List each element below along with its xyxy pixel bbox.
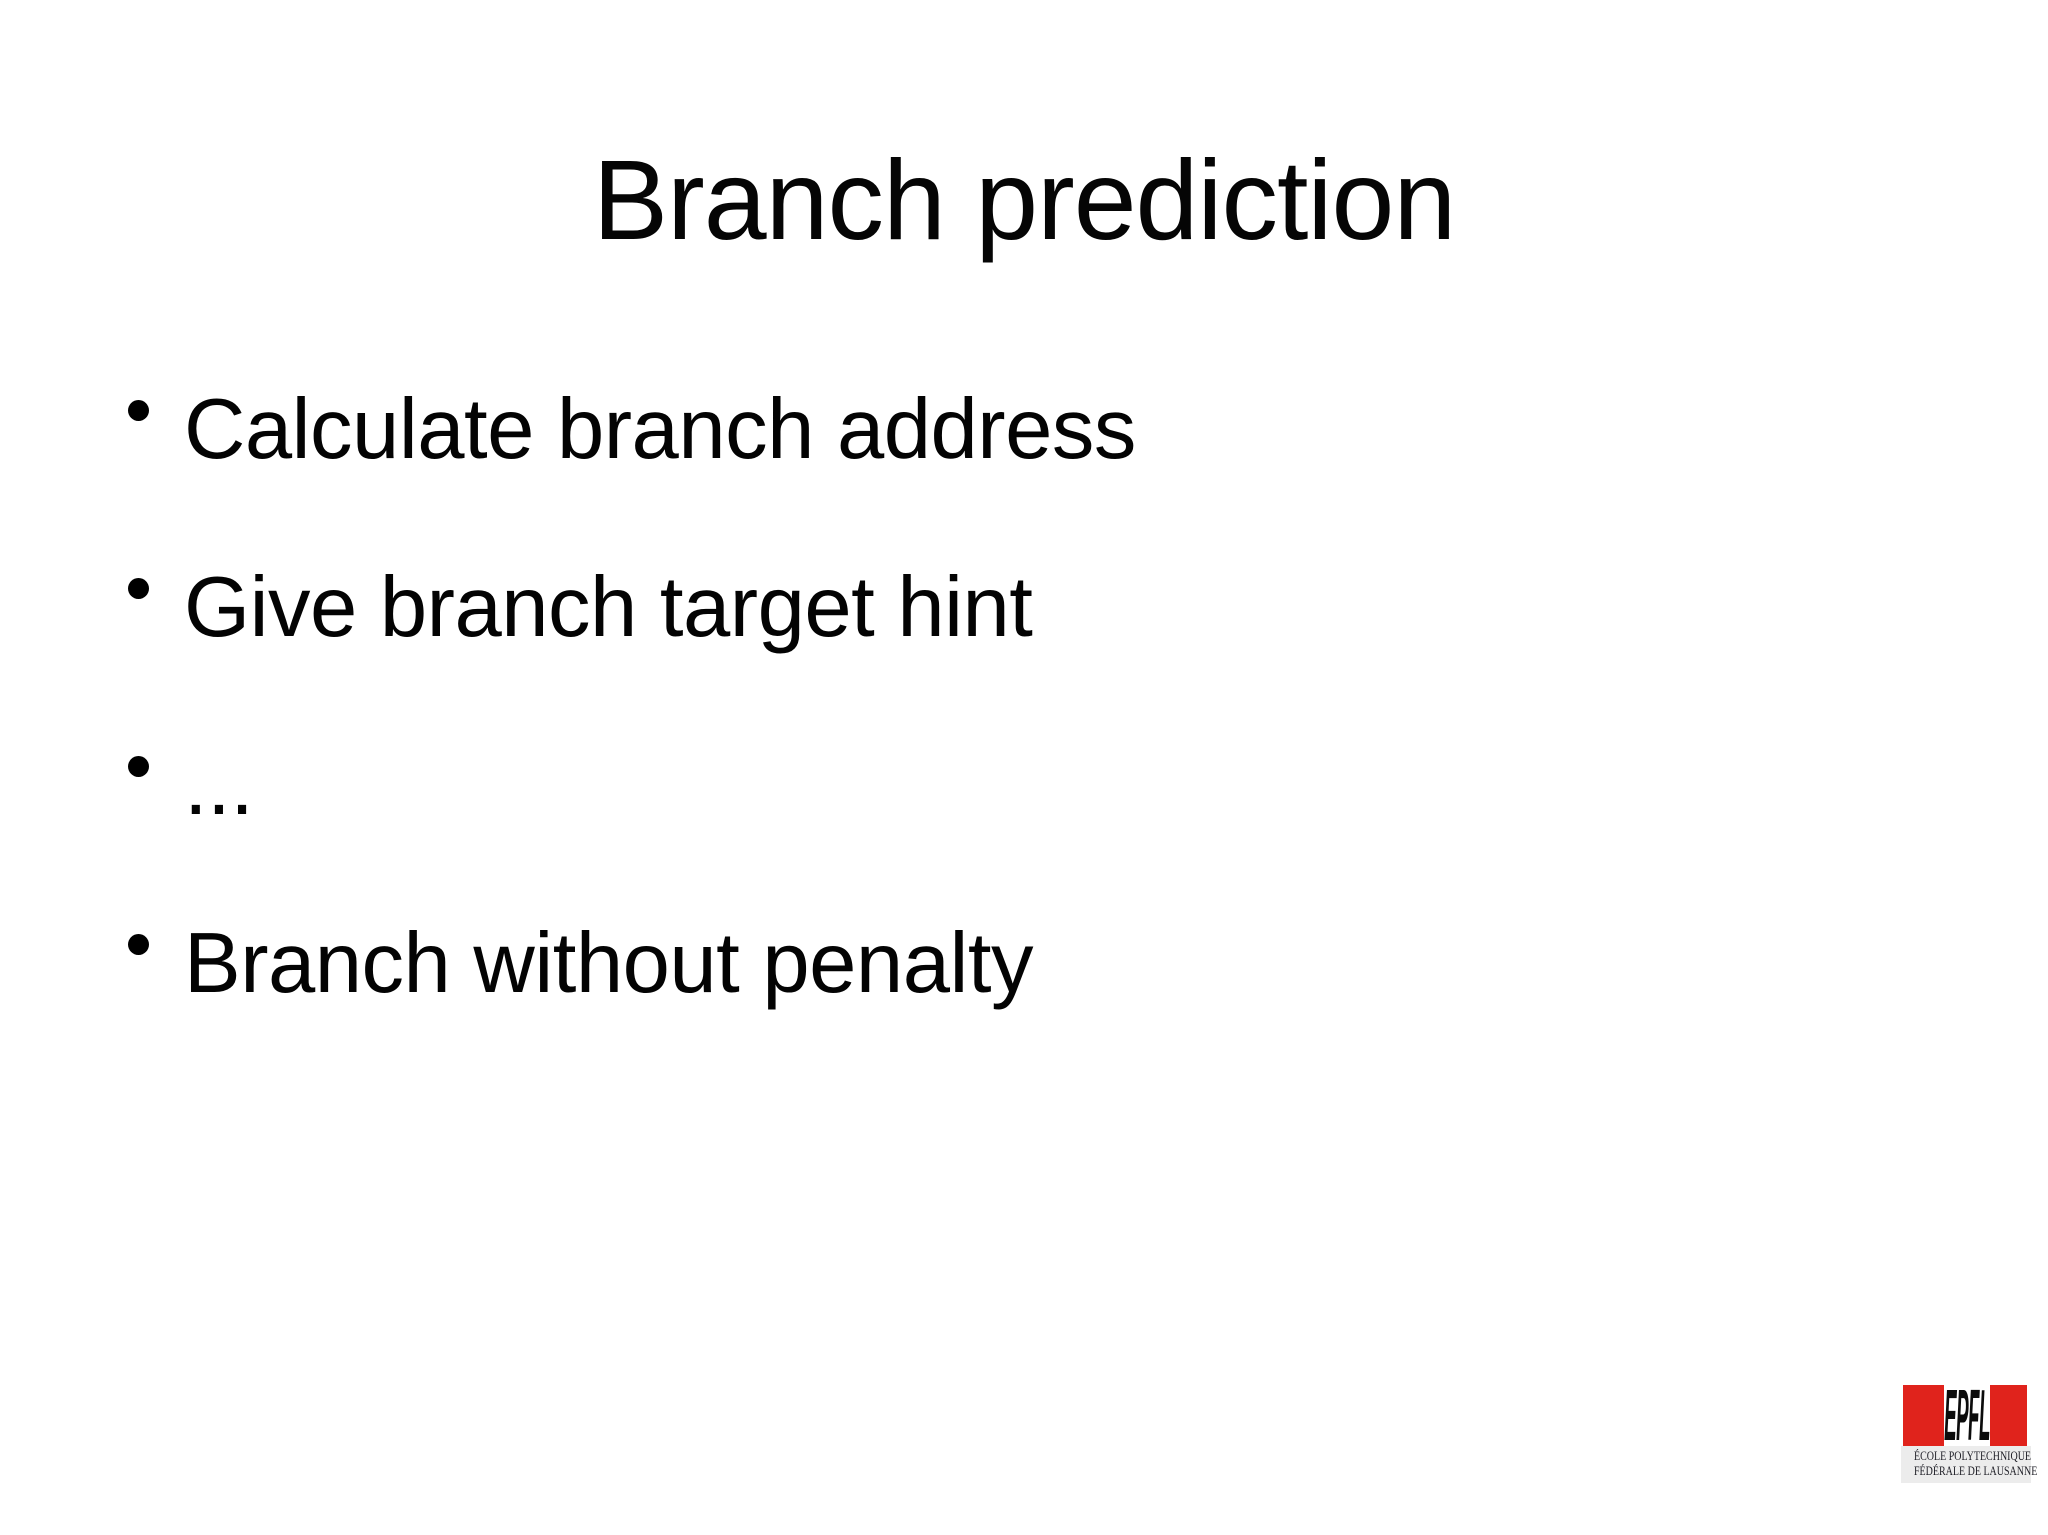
epfl-wordmark: ÉCOLE POLYTECHNIQUE FÉDÉRALE DE LAUSANNE — [1901, 1446, 2038, 1483]
bullet-text: Give branch target hint — [184, 560, 1033, 655]
bullet-item: Calculate branch address — [128, 380, 1828, 500]
bullet-dot-icon — [128, 756, 149, 777]
slide-title: Branch prediction — [592, 137, 1456, 263]
bullet-dot-icon — [128, 578, 149, 599]
epfl-wordmark-line2: FÉDÉRALE DE LAUSANNE — [1914, 1464, 2038, 1478]
epfl-red-bar: EPFL — [1903, 1385, 2027, 1446]
bullet-dot-icon — [128, 934, 149, 955]
epfl-wordmark-line1: ÉCOLE POLYTECHNIQUE — [1914, 1449, 2032, 1463]
epfl-logo: EPFL ÉCOLE POLYTECHNIQUE FÉDÉRALE DE LAU… — [1901, 1385, 2037, 1483]
bullet-item: Branch without penalty — [128, 914, 1828, 1034]
epfl-acronym: EPFL — [1944, 1385, 1990, 1446]
epfl-letters-panel: EPFL — [1944, 1385, 1990, 1446]
bullet-text: ... — [184, 738, 254, 833]
bullet-item: ... — [128, 736, 1828, 856]
bullet-item: Give branch target hint — [128, 558, 1828, 678]
bullet-dot-icon — [128, 400, 149, 421]
bullet-text: Branch without penalty — [184, 916, 1033, 1011]
bullet-text: Calculate branch address — [184, 382, 1136, 477]
